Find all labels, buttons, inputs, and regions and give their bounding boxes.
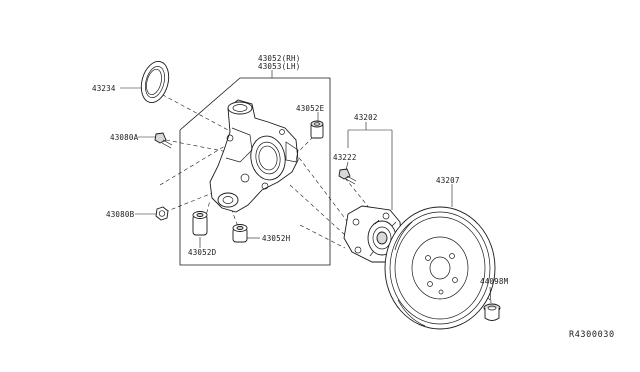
label-43202: 43202 bbox=[354, 113, 378, 122]
bracket-43202 bbox=[347, 122, 393, 210]
reference-code: R4300030 bbox=[569, 330, 615, 340]
label-44098m: 44098M bbox=[480, 277, 509, 286]
plug-44098m bbox=[483, 303, 501, 321]
label-43207: 43207 bbox=[436, 176, 460, 185]
bushing-43052e bbox=[310, 120, 324, 139]
brake-disc-43207 bbox=[384, 206, 496, 330]
seal-ring-43234 bbox=[140, 60, 170, 104]
hub-bolt-43222 bbox=[338, 168, 357, 185]
label-43052e: 43052E bbox=[296, 104, 325, 113]
label-43053-lh: 43053(LH) bbox=[258, 62, 300, 71]
knuckle-assembly-box bbox=[179, 77, 331, 266]
label-43222: 43222 bbox=[333, 153, 357, 162]
label-43080b: 43080B bbox=[106, 210, 135, 219]
nut-43080b bbox=[155, 206, 169, 221]
bushing-43052h bbox=[232, 224, 248, 243]
leader-lines bbox=[120, 87, 492, 304]
bushing-43052d bbox=[192, 211, 208, 236]
label-43052-rh: 43052(RH) bbox=[258, 54, 300, 63]
steering-knuckle bbox=[209, 99, 299, 213]
label-43052h: 43052H bbox=[262, 234, 291, 243]
label-43234: 43234 bbox=[92, 84, 116, 93]
label-43080a: 43080A bbox=[110, 133, 139, 142]
label-43052d: 43052D bbox=[188, 248, 217, 257]
bolt-43080a bbox=[154, 132, 173, 149]
